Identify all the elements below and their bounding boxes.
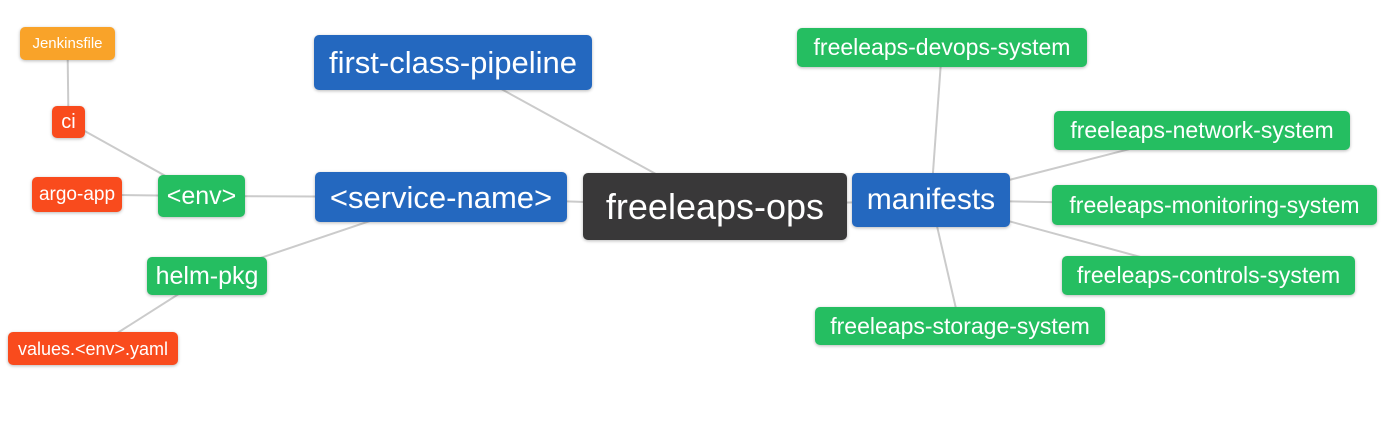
node-env[interactable]: <env> [158,175,245,217]
node-first-class-pipeline[interactable]: first-class-pipeline [314,35,592,90]
node-freeleaps-network-system[interactable]: freeleaps-network-system [1054,111,1350,150]
node-jenkinsfile[interactable]: Jenkinsfile [20,27,115,60]
node-freeleaps-controls-system[interactable]: freeleaps-controls-system [1062,256,1355,295]
node-freeleaps-monitoring-system[interactable]: freeleaps-monitoring-system [1052,185,1377,225]
node-service-name[interactable]: <service-name> [315,172,567,222]
node-argo-app[interactable]: argo-app [32,177,122,212]
node-manifests[interactable]: manifests [852,173,1010,227]
node-freeleaps-devops-system[interactable]: freeleaps-devops-system [797,28,1087,67]
node-freeleaps-ops[interactable]: freeleaps-ops [583,173,847,240]
node-values-env-yaml[interactable]: values.<env>.yaml [8,332,178,365]
node-freeleaps-storage-system[interactable]: freeleaps-storage-system [815,307,1105,345]
node-ci[interactable]: ci [52,106,85,138]
node-helm-pkg[interactable]: helm-pkg [147,257,267,295]
